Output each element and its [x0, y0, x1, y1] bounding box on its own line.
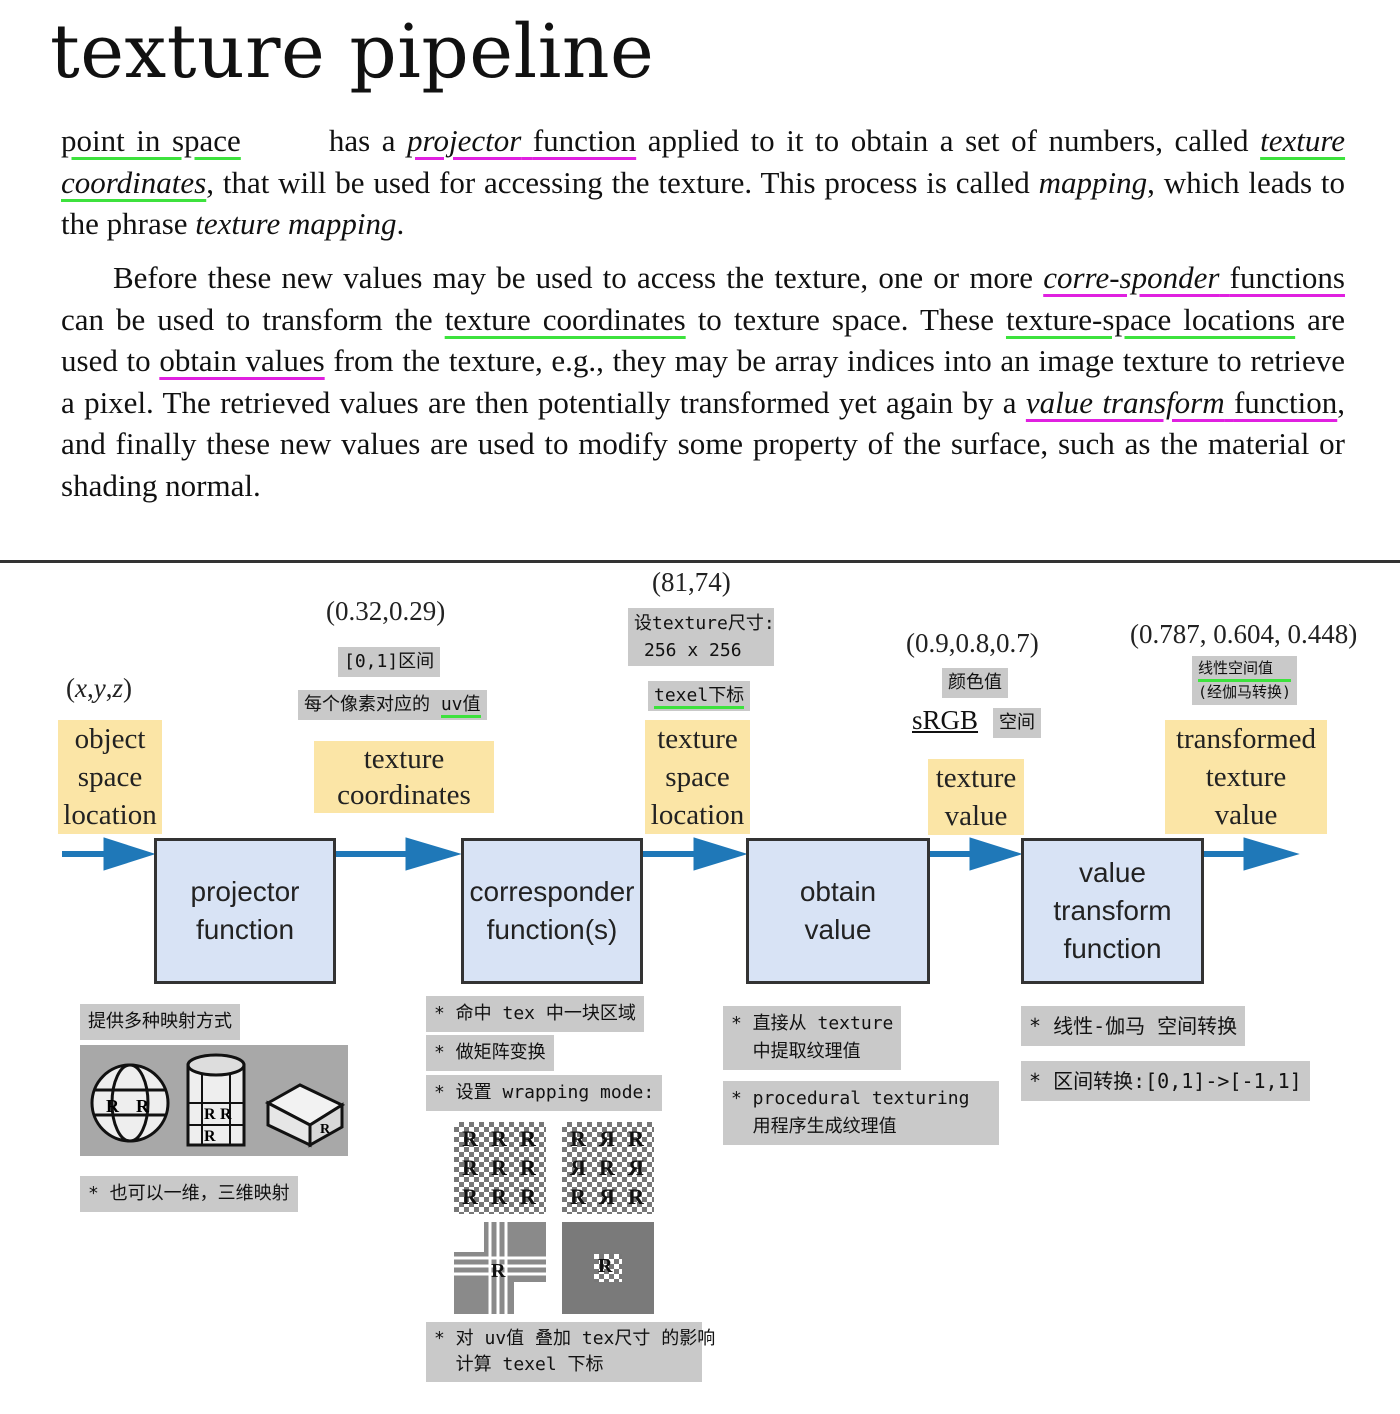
r-glyph: R	[220, 1106, 232, 1123]
wrap-border-tile: R	[562, 1222, 654, 1314]
r-glyph: R	[599, 1126, 615, 1151]
box-map-shape: R	[264, 1083, 346, 1148]
r-glyph: R	[628, 1184, 644, 1209]
section-divider	[0, 560, 1400, 563]
note-corr-hit-region: * 命中 tex 中一块区域	[426, 996, 644, 1032]
note-corr-texel-index: * 对 uv值 叠加 tex尺寸 的影响 计算 texel 下标	[426, 1322, 715, 1382]
value-uv: (0.32,0.29)	[326, 596, 446, 626]
r-glyph: R	[136, 1096, 150, 1116]
note-corr-wrapping: * 设置 wrapping mode:	[426, 1075, 663, 1111]
r-glyph: R	[520, 1155, 536, 1180]
tag-linear-space: 线性空间值(经伽马转换)	[1192, 656, 1298, 705]
arrow-3	[693, 837, 748, 871]
projector-shapes-illustration: R R R R R R	[90, 1053, 346, 1148]
tag-texture-size: 设texture尺寸:256 x 256	[628, 608, 775, 666]
note-obtain-procedural: * procedural texturing 用程序生成纹理值	[723, 1081, 999, 1145]
r-glyph: R	[204, 1128, 216, 1145]
arrow-1	[103, 837, 156, 871]
value-texel: (81,74)	[652, 567, 731, 597]
term-obtain-values: obtain values	[159, 343, 325, 378]
r-glyph: R	[491, 1184, 507, 1209]
sphere-map-shape: R R	[90, 1063, 170, 1143]
r-glyph: R	[106, 1096, 120, 1116]
label-srgb: sRGB	[912, 705, 979, 735]
r-glyph: R	[320, 1122, 331, 1137]
term-corresponder-functions: corre-sponder functions	[1043, 260, 1345, 295]
tag-texel-index: texel下标	[648, 681, 751, 711]
paragraph-corresponder: Before these new values may be used to a…	[61, 260, 1346, 503]
r-glyph: R	[598, 1255, 613, 1277]
wrap-clamp-tile: R	[454, 1222, 546, 1314]
r-glyph: R	[520, 1126, 536, 1151]
arrow-5	[1243, 837, 1300, 871]
r-glyph: R	[491, 1126, 507, 1151]
r-glyph: R	[204, 1106, 216, 1123]
cylinder-map-shape: R R R	[186, 1053, 246, 1147]
tag-srgb-space: 空间	[993, 708, 1041, 738]
note-projector-mapping-types: 提供多种映射方式	[80, 1004, 240, 1040]
term-projector-function: projector function	[407, 123, 637, 158]
note-corr-matrix: * 做矩阵变换	[426, 1035, 554, 1071]
arrow-4	[969, 837, 1023, 871]
term-point-in-space: point in space	[61, 123, 241, 158]
value-transformed: (0.787, 0.604, 0.448)	[1130, 619, 1358, 649]
term-texture-coordinates-2: texture coordinates	[444, 301, 686, 337]
term-texture-space-locations: texture-space locations	[1005, 301, 1296, 337]
r-glyph: R	[491, 1155, 507, 1180]
r-glyph: R	[628, 1126, 644, 1151]
r-glyph: R	[628, 1155, 644, 1180]
projector-shapes-image: R R R R R R	[80, 1045, 348, 1156]
page-title: texture pipeline	[50, 9, 655, 95]
tag-per-pixel-uv: 每个像素对应的 uv值	[298, 690, 487, 720]
r-glyph: R	[462, 1126, 478, 1151]
r-glyph: R	[491, 1260, 506, 1282]
term-texture-coordinates: texture coordinates	[61, 123, 1346, 200]
r-glyph: R	[599, 1155, 615, 1180]
r-glyph: R	[570, 1184, 586, 1209]
r-glyph: R	[570, 1155, 586, 1180]
r-glyph: R	[599, 1184, 615, 1209]
arrow-2	[405, 837, 462, 871]
value-xyz: (x,y,z)	[66, 673, 132, 703]
r-glyph: R	[462, 1155, 478, 1180]
note-obtain-direct: * 直接从 texture 中提取纹理值	[723, 1006, 901, 1070]
tag-range-01: [0,1]区间	[338, 647, 441, 677]
value-color: (0.9,0.8,0.7)	[906, 628, 1039, 658]
r-glyph: R	[520, 1184, 536, 1209]
term-value-transform-function: value transform function	[1025, 384, 1338, 420]
note-vt-range: * 区间转换:[0,1]->[-1,1]	[1021, 1061, 1310, 1101]
tag-color-value: 颜色值	[942, 668, 1008, 698]
note-vt-gamma: * 线性-伽马 空间转换	[1021, 1006, 1246, 1046]
r-glyph: R	[570, 1126, 586, 1151]
note-projector-1d-3d: * 也可以一维，三维映射	[80, 1176, 298, 1212]
r-glyph: R	[462, 1184, 478, 1209]
